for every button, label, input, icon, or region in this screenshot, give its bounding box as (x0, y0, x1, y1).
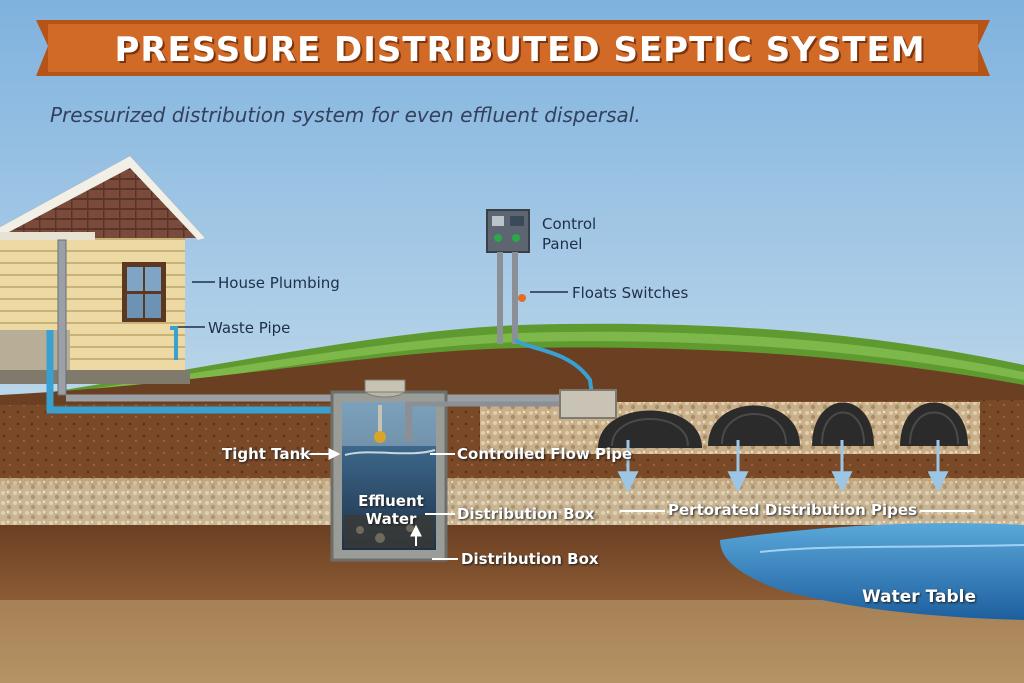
title-banner (36, 20, 990, 76)
house (0, 156, 205, 384)
water-table (720, 523, 1024, 620)
label-waste-pipe: Waste Pipe (208, 319, 291, 337)
tight-tank-graphic (330, 379, 560, 562)
label-float-switches: Floats Switches (572, 284, 689, 302)
label-tight-tank: Tight Tank (222, 445, 311, 463)
control-panel (486, 209, 530, 344)
distribution-box-graphic (559, 389, 617, 419)
seepage-arrows (617, 440, 949, 493)
label-control-panel: Control Panel (542, 214, 596, 254)
float-line (513, 338, 594, 396)
label-controlled-flow-pipe: Controlled Flow Pipe (457, 445, 633, 463)
label-control-panel-line2: Panel (542, 235, 583, 253)
label-perforated-pipes: Pertorated Distribution Pipes (668, 501, 918, 519)
label-effluent-water: Effluent Water (356, 492, 426, 528)
leader-lines-white (300, 448, 975, 560)
label-distribution-box-upper: Distribution Box (457, 505, 595, 523)
waste-pipe (46, 330, 345, 414)
page-subtitle: Pressurized distribution system for even… (50, 103, 641, 127)
leader-lines (178, 281, 568, 328)
drain-chambers (598, 402, 968, 448)
label-control-panel-line1: Control (542, 215, 597, 233)
label-effluent-line1: Effluent (358, 492, 424, 510)
label-water-table: Water Table (862, 587, 976, 607)
label-house-plumbing: House Plumbing (218, 274, 340, 292)
page-title: PRESSURE DISTRIBUTED SEPTIC SYSTEM (114, 30, 926, 70)
house-plumbing-pipe (57, 239, 67, 396)
gravel-layer (0, 478, 1024, 528)
label-distribution-box-lower: Distribution Box (461, 550, 599, 568)
label-effluent-line2: Water (365, 510, 417, 528)
